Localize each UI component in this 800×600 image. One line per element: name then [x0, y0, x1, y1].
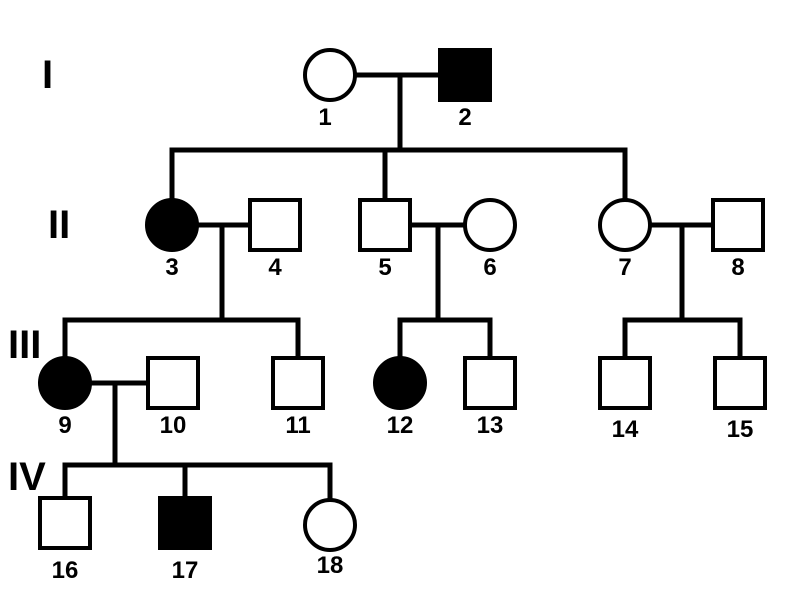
unaffected-male-square: [271, 356, 325, 410]
individual-3: 3: [145, 198, 199, 281]
unaffected-female-circle: [463, 198, 517, 252]
individual-number-label: 2: [458, 104, 471, 131]
individual-14: 14: [598, 356, 652, 443]
unaffected-female-circle: [598, 198, 652, 252]
generation-label-i: I: [42, 53, 53, 97]
individual-number-label: 17: [172, 557, 199, 584]
affected-male-square: [158, 496, 212, 550]
individual-5: 5: [358, 198, 412, 281]
generation-label-iv: IV: [8, 455, 46, 499]
individual-17: 17: [158, 496, 212, 584]
unaffected-female-circle: [303, 498, 357, 552]
individual-6: 6: [463, 198, 517, 281]
individual-number-label: 11: [285, 412, 310, 439]
individual-number-label: 9: [58, 412, 71, 439]
individual-15: 15: [713, 356, 767, 443]
individual-number-label: 13: [477, 412, 504, 439]
unaffected-male-square: [38, 496, 92, 550]
unaffected-female-circle: [303, 48, 357, 102]
generation-label-ii: II: [48, 203, 70, 247]
individual-number-label: 3: [165, 254, 178, 281]
unaffected-male-square: [358, 198, 412, 252]
individual-number-label: 4: [268, 254, 282, 281]
affected-female-circle: [38, 356, 92, 410]
unaffected-male-square: [598, 356, 652, 410]
individual-8: 8: [711, 198, 765, 281]
individual-12: 12: [373, 356, 427, 439]
unaffected-male-square: [711, 198, 765, 252]
individual-number-label: 12: [387, 412, 414, 439]
individual-number-label: 16: [52, 557, 79, 584]
individual-number-label: 7: [618, 254, 631, 281]
individual-4: 4: [248, 198, 302, 281]
individual-number-label: 8: [731, 254, 744, 281]
individual-13: 13: [463, 356, 517, 439]
individual-18: 18: [303, 498, 357, 579]
affected-male-square: [438, 48, 492, 102]
individual-number-label: 18: [317, 552, 344, 579]
affected-female-circle: [145, 198, 199, 252]
generation-label-iii: III: [8, 323, 41, 367]
pedigree-lines: [62, 72, 743, 503]
individual-number-label: 15: [727, 416, 754, 443]
individual-number-label: 5: [378, 254, 391, 281]
individual-number-label: 1: [318, 104, 331, 131]
unaffected-male-square: [713, 356, 767, 410]
affected-female-circle: [373, 356, 427, 410]
individual-10: 10: [146, 356, 200, 439]
unaffected-male-square: [146, 356, 200, 410]
individual-number-label: 6: [483, 254, 496, 281]
individual-number-label: 14: [612, 416, 639, 443]
individual-9: 9: [38, 356, 92, 439]
individual-11: 11: [271, 356, 325, 439]
individual-number-label: 10: [160, 412, 187, 439]
unaffected-male-square: [248, 198, 302, 252]
individual-2: 2: [438, 48, 492, 131]
individual-1: 1: [303, 48, 357, 131]
unaffected-male-square: [463, 356, 517, 410]
individual-16: 16: [38, 496, 92, 584]
individual-7: 7: [598, 198, 652, 281]
